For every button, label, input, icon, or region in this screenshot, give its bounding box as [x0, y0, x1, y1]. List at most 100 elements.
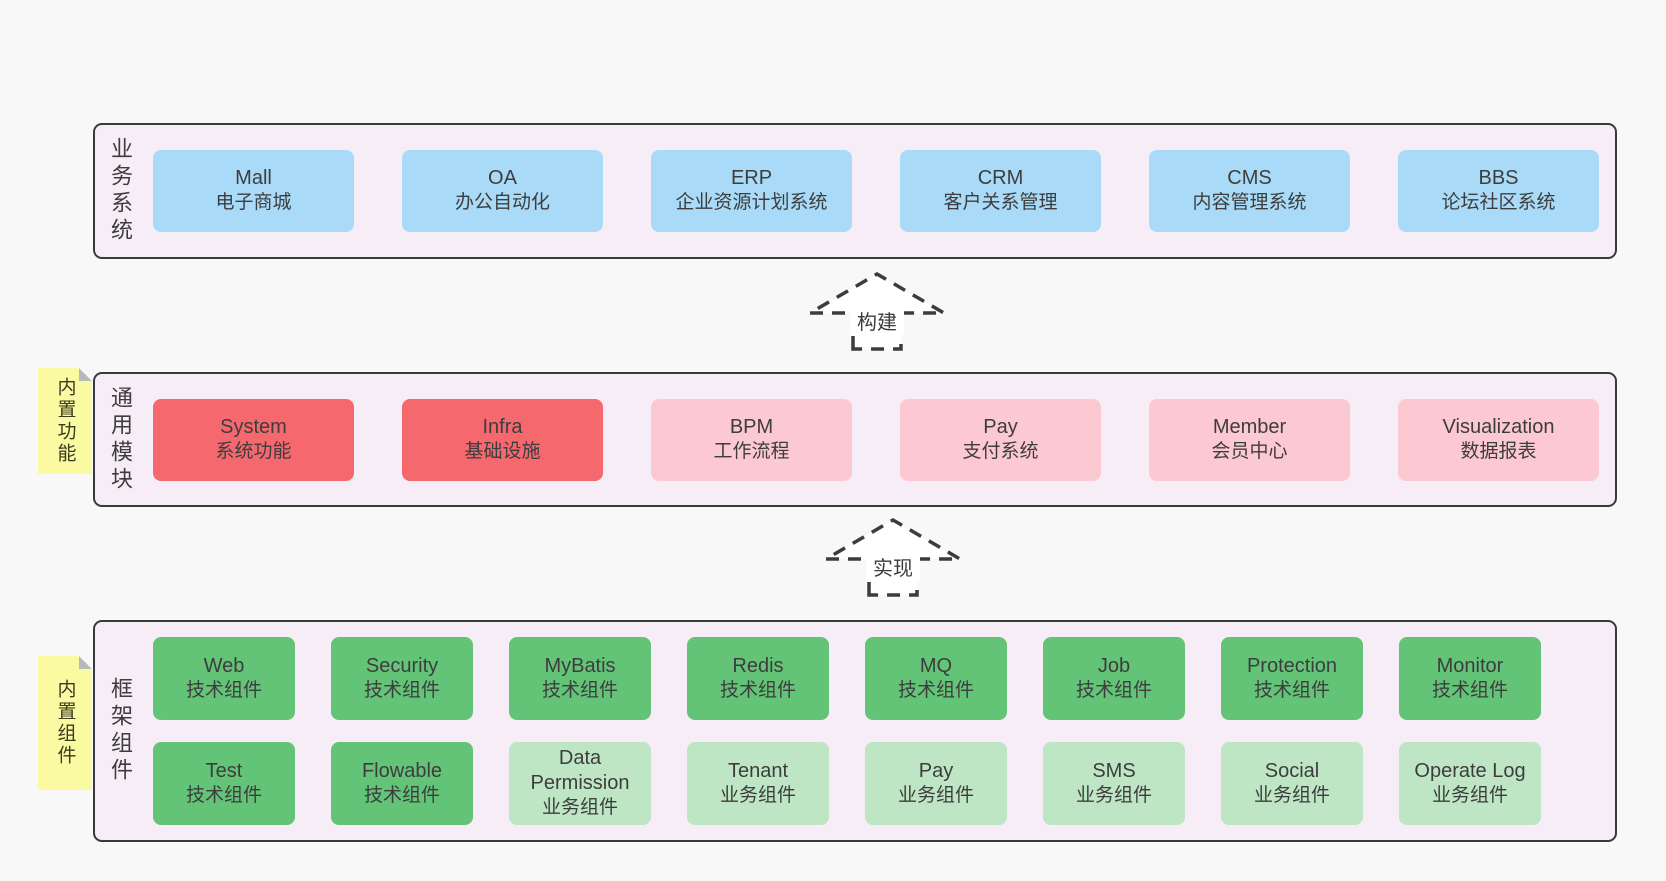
box-title: CMS	[1227, 167, 1272, 190]
box-title: Pay	[983, 415, 1018, 438]
box-title: ERP	[730, 167, 773, 190]
box-title: Social	[1264, 759, 1320, 782]
box-subtitle: 基础设施	[464, 440, 541, 462]
sticky-tab-built-in-components: 内置组件	[38, 656, 92, 790]
box-title: Redis	[732, 654, 784, 677]
box-subtitle: 技术组件	[719, 679, 796, 701]
box-subtitle: 系统功能	[215, 440, 292, 462]
box-title: OA	[488, 167, 517, 190]
box-title: Protection	[1246, 654, 1338, 677]
box-subtitle: 客户关系管理	[943, 192, 1058, 214]
box-title: Flowable	[361, 759, 443, 782]
box-subtitle: 技术组件	[363, 784, 440, 806]
box-subtitle: 业务组件	[541, 797, 618, 819]
box-title: Tenant	[727, 759, 789, 782]
box-title: BBS	[1478, 167, 1519, 190]
box-subtitle: 技术组件	[1075, 679, 1152, 701]
layer-label-framework-components: 框架组件	[108, 677, 133, 785]
layer-label-business-systems: 业务系统	[108, 137, 133, 245]
box-subtitle: 会员中心	[1211, 440, 1288, 462]
box-subtitle: 业务组件	[1253, 784, 1330, 806]
box-title: Monitor	[1436, 654, 1504, 677]
box-title: MyBatis	[544, 654, 616, 677]
box-subtitle: 业务组件	[719, 784, 796, 806]
implement-arrow-icon: 实现	[819, 517, 967, 597]
box-title: Test	[205, 759, 243, 782]
box-title: System	[220, 415, 287, 438]
arrow-label-background	[866, 557, 920, 581]
box-title: Security	[365, 654, 439, 677]
box-subtitle: 数据报表	[1460, 440, 1537, 462]
box-subtitle: 技术组件	[185, 679, 262, 701]
box-title: SMS	[1092, 759, 1136, 782]
box-title: MQ	[919, 654, 953, 677]
box-subtitle: 业务组件	[1431, 784, 1508, 806]
box-subtitle: 论坛社区系统	[1441, 192, 1556, 214]
sticky-tab-built-in-features: 内置功能	[38, 368, 92, 474]
box-title: Pay	[918, 759, 954, 782]
box-subtitle: 电子商城	[215, 192, 292, 214]
box-title: Operate Log	[1414, 759, 1526, 782]
box-title: CRM	[977, 167, 1024, 190]
box-subtitle: 企业资源计划系统	[675, 192, 828, 214]
box-subtitle: 技术组件	[541, 679, 618, 701]
box-subtitle: 技术组件	[1253, 679, 1330, 701]
box-subtitle: 内容管理系统	[1192, 192, 1307, 214]
box-title: Infra	[482, 415, 523, 438]
box-title: Web	[203, 654, 245, 677]
folded-corner-icon	[79, 656, 92, 669]
implement-arrow-label: 实现	[873, 557, 913, 580]
box-title: Job	[1097, 654, 1131, 677]
box-subtitle: 技术组件	[185, 784, 262, 806]
box-subtitle: 业务组件	[1075, 784, 1152, 806]
layer-label-common-modules: 通用模块	[108, 385, 133, 494]
box-title: Data Permission	[530, 747, 630, 795]
box-title: Mall	[235, 167, 272, 190]
box-subtitle: 技术组件	[363, 679, 440, 701]
box-subtitle: 支付系统	[962, 440, 1039, 462]
arrow-label-background	[850, 311, 904, 335]
box-title: Visualization	[1442, 415, 1555, 438]
box-subtitle: 业务组件	[897, 784, 974, 806]
folded-corner-icon	[79, 368, 92, 381]
box-subtitle: 工作流程	[713, 440, 790, 462]
box-subtitle: 技术组件	[897, 679, 974, 701]
